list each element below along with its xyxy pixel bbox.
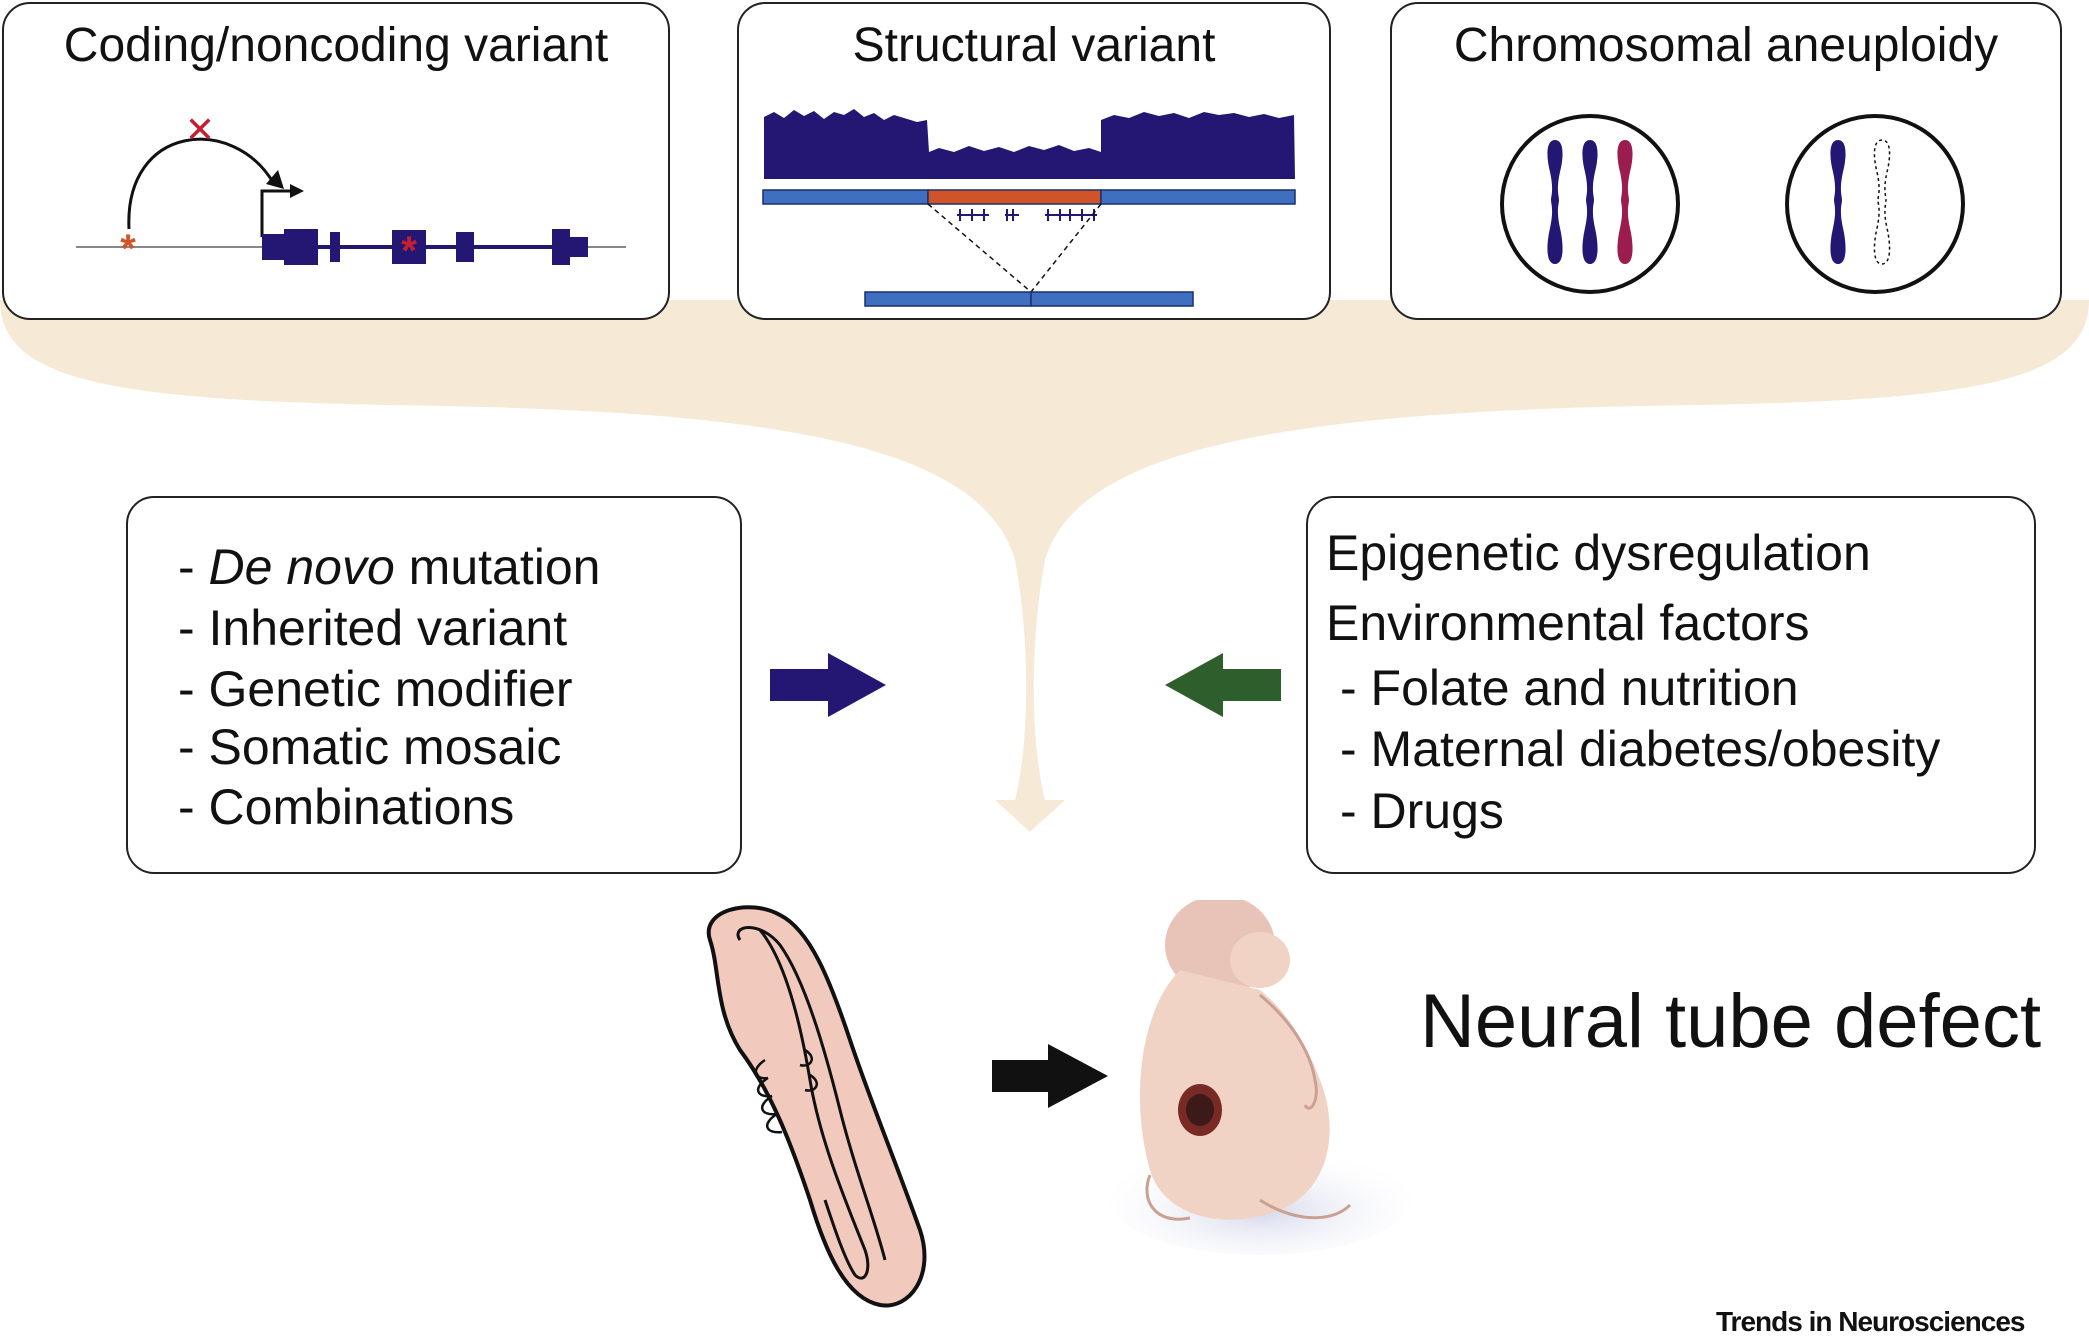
coding-variant-panel: Coding/noncoding variant ✕ * *	[2, 2, 670, 320]
outcome-title: Neural tube defect	[1420, 979, 2042, 1064]
arrow-right-black-icon	[992, 1044, 1108, 1108]
list-item-mosaic: - Somatic mosaic	[178, 719, 562, 775]
list-item-inherited: - Inherited variant	[178, 600, 568, 656]
environmental-heading: Environmental factors	[1326, 595, 1810, 651]
copy-number-diagram	[762, 109, 1296, 307]
neural-tube-embryo-icon	[706, 905, 927, 1308]
svg-text:*: *	[120, 227, 136, 271]
list-item-drugs: - Drugs	[1340, 783, 1504, 839]
list-item-diabetes: - Maternal diabetes/obesity	[1340, 721, 1941, 777]
aneuploidy-title: Chromosomal aneuploidy	[1453, 19, 1999, 72]
arrow-left-green-icon	[1165, 653, 1281, 717]
spina-bifida-infant-icon	[1110, 900, 1410, 1255]
gene-structure-diagram: ✕ * *	[76, 109, 626, 273]
arrow-right-navy-icon	[770, 653, 886, 717]
structural-variant-title: Structural variant	[852, 19, 1216, 72]
karyotype-diagram	[1500, 114, 1965, 294]
aneuploidy-panel: Chromosomal aneuploidy	[1390, 2, 2062, 320]
structural-variant-panel: Structural variant	[737, 2, 1331, 320]
list-item-modifier: - Genetic modifier	[178, 661, 573, 717]
svg-text:*: *	[401, 229, 417, 273]
list-item-prefix: -	[178, 539, 209, 595]
genetic-mechanisms-box: - De novo mutation - Inherited variant -…	[126, 496, 742, 874]
environmental-factors-box: Epigenetic dysregulation Environmental f…	[1306, 496, 2036, 874]
journal-credit: Trends in Neurosciences	[1716, 1306, 2025, 1337]
list-item-folate: - Folate and nutrition	[1340, 660, 1799, 716]
list-item-combinations: - Combinations	[178, 779, 515, 835]
list-item-rest: mutation	[394, 539, 601, 595]
epigenetic-heading: Epigenetic dysregulation	[1326, 525, 1871, 581]
list-item-de-novo: - De novo mutation	[178, 542, 600, 592]
coding-variant-title: Coding/noncoding variant	[63, 19, 609, 72]
list-item-italic: De novo	[208, 539, 395, 595]
svg-text:✕: ✕	[185, 109, 215, 150]
